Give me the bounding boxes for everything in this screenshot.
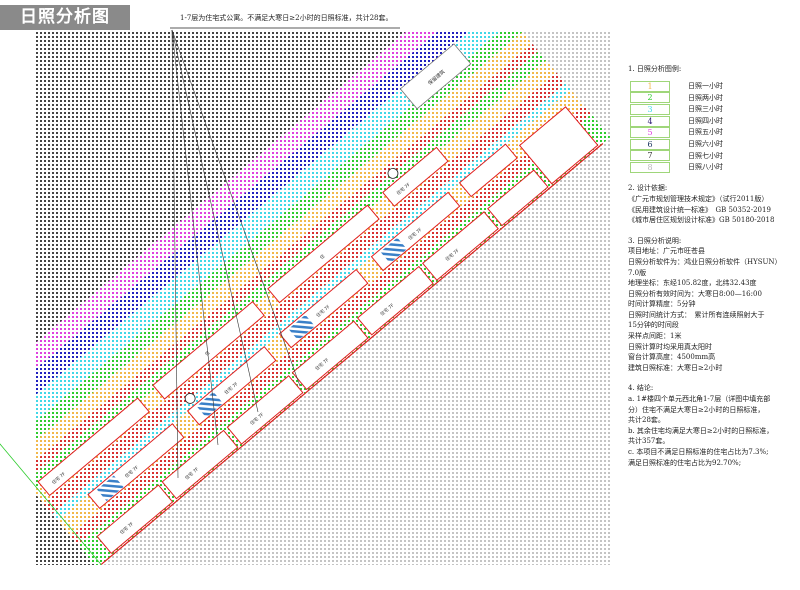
conclusion-line: a. 1#楼四个单元西北角1-7层（详图中填充部 — [628, 395, 771, 404]
explain-line: 15分钟的时间段 — [628, 321, 679, 330]
conclusion-section: 4. 结论: a. 1#楼四个单元西北角1-7层（详图中填充部分）住宅不满足大寒日… — [628, 383, 798, 468]
conclusion-line: b. 其余住宅均满足大寒日≥2小时的日照标准， — [628, 426, 774, 435]
legend: 1 日照一小时 2 日照两小时 3 日照三小时 4 日照四小时 5 日照五小时 6 日照六小时 7 日照七… — [630, 80, 798, 174]
page-title: 日照分析图 — [0, 5, 130, 30]
annotation-note: 1-7层为住宅式公寓。不满足大寒日≥2小时的日照标准，共计28套。 — [180, 14, 393, 22]
legend-item: 3 日照三小时 — [630, 104, 798, 116]
building — [226, 375, 304, 445]
basis-line: 《民用建筑设计统一标准》 GB 50352-2019 — [628, 205, 771, 214]
explain-heading: 3. 日照分析说明: — [628, 236, 682, 245]
basis-heading: 2. 设计依据: — [628, 184, 668, 193]
explain-line: 日照时间统计方式： 累计所有连续照射大于 — [628, 310, 765, 319]
building — [161, 429, 239, 500]
legend-swatch: 6 — [630, 138, 670, 150]
building — [422, 211, 499, 281]
leader-line — [171, 29, 219, 446]
legend-item: 5 日照五小时 — [630, 127, 798, 139]
legend-item: 1 日照一小时 — [630, 80, 798, 93]
retained-building — [399, 43, 472, 110]
conclusion-line: 分）住宅不满足大寒日≥2小时的日照标准， — [628, 405, 765, 414]
leader-line — [171, 29, 301, 387]
basis-section: 2. 设计依据: 《广元市规划管理技术规定》（试行2011版） 《民用建筑设计统… — [628, 183, 798, 225]
noncompliant-area — [288, 314, 315, 341]
legend-item: 4 日照四小时 — [630, 115, 798, 127]
site-boundary — [100, 143, 604, 565]
legend-label: 日照一小时 — [688, 82, 723, 91]
building — [37, 397, 150, 497]
zone-under-1h — [35, 30, 610, 529]
noncompliant-area — [96, 475, 124, 502]
legend-swatch: 3 — [630, 104, 670, 116]
building — [518, 106, 599, 185]
explain-line: 日照分析软件为：鸿业日照分析软件（HYSUN） — [628, 257, 782, 266]
leader-line — [171, 29, 259, 413]
noncompliant-area — [380, 237, 407, 264]
explain-line: 采样点间距：1米 — [628, 332, 682, 341]
building — [96, 484, 174, 555]
legend-item: 8 日照八小时 — [630, 162, 798, 174]
conclusion-line: 共计357套。 — [628, 437, 670, 446]
legend-label: 日照七小时 — [688, 151, 723, 160]
building — [291, 320, 369, 391]
legend-label: 日照两小时 — [688, 93, 723, 102]
building — [356, 265, 434, 336]
building — [382, 146, 449, 207]
legend-swatch: 2 — [630, 92, 670, 104]
legend-label: 日照八小时 — [688, 163, 723, 172]
building-number-circle — [387, 168, 399, 179]
legend-label: 日照四小时 — [688, 116, 723, 125]
explain-line: 项目地址：广元市旺苍县 — [628, 247, 705, 256]
basis-line: 《广元市规划管理技术规定》（试行2011版） — [628, 194, 769, 203]
zone-8h-right — [520, 30, 610, 137]
explain-line: 建筑日照标准：大寒日≥2小时 — [628, 363, 723, 372]
zone-1h — [35, 46, 610, 539]
legend-swatch: 1 — [630, 80, 670, 92]
legend-label: 日照六小时 — [688, 140, 723, 149]
site-boundary — [0, 401, 102, 565]
zone-2h — [53, 98, 610, 566]
building-label: 住 — [318, 252, 326, 261]
conclusion-line: 共计28套。 — [628, 416, 665, 425]
legend-swatch: 7 — [630, 150, 670, 162]
legend-item: 2 日照两小时 — [630, 92, 798, 104]
building — [152, 300, 265, 400]
explain-section: 3. 日照分析说明: 项目地址：广元市旺苍县日照分析软件为：鸿业日照分析软件（HY… — [628, 236, 798, 374]
building-number-circle — [184, 393, 196, 404]
legend-label: 日照三小时 — [688, 105, 723, 114]
legend-item: 6 日照六小时 — [630, 138, 798, 151]
explain-line: 窗台计算高度：4500mm高 — [628, 353, 716, 362]
explain-line: 7.0版 — [628, 268, 647, 277]
legend-swatch: 4 — [630, 115, 670, 127]
explain-line: 日照计算时均采用真太阳时 — [628, 342, 712, 351]
leader-line — [171, 29, 179, 479]
basis-line: 《城市居住区规划设计标准》GB 50180-2018 — [628, 216, 775, 225]
conclusion-heading: 4. 结论: — [628, 384, 654, 393]
conclusion-line: 满足日照标准的住宅占比为92.70%; — [628, 458, 742, 467]
zone-8h-left — [35, 493, 95, 565]
explain-line: 日照分析有效时间为：大寒日8:00—16:00 — [628, 289, 762, 298]
legend-item: 7 日照七小时 — [630, 150, 798, 162]
building — [487, 169, 549, 227]
explain-line: 时间计算精度：5分钟 — [628, 300, 696, 309]
noncompliant-area — [196, 391, 224, 418]
legend-heading: 1. 日照分析图例: — [628, 65, 682, 73]
legend-label: 日照五小时 — [688, 128, 723, 137]
explain-line: 地理坐标：东经105.82度，北纬32.43度 — [628, 279, 757, 288]
conclusion-line: c. 本项目不满足日照标准的住宅占比为7.3%; — [628, 448, 769, 456]
building — [267, 204, 380, 304]
building — [458, 143, 518, 198]
info-panel: 1. 日照分析图例: 1 日照一小时 2 日照两小时 3 日照三小时 4 日照四小时 5 日照五小… — [628, 64, 798, 468]
legend-swatch: 8 — [630, 162, 670, 174]
legend-swatch: 5 — [630, 127, 670, 139]
